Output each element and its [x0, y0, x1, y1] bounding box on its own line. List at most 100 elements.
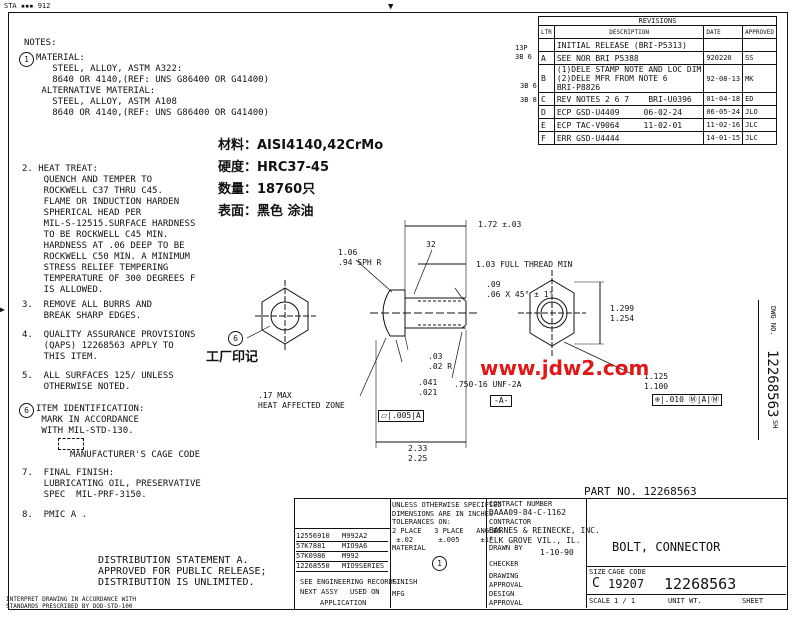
corner-stamp: STA ▪▪▪ 912 — [4, 2, 51, 10]
see-eng-records: SEE ENGINEERING RECORDS — [300, 578, 397, 586]
title-block — [294, 498, 787, 609]
dim-bolt-length: 2.33 2.25 — [408, 444, 428, 463]
tb-hline-2 — [586, 566, 786, 567]
used-on-cell-b: M992 — [342, 552, 359, 560]
revision-cell-desc: INITIAL RELEASE (BRI-P5313) — [553, 38, 705, 52]
material-label: MATERIAL — [392, 544, 426, 552]
dim-chamfer: .09 .06 X 45° ± 1° — [486, 280, 554, 299]
note-3-burrs: 3. REMOVE ALL BURRS AND BREAK SHARP EDGE… — [22, 300, 153, 321]
dim-head-length: .041 .021 — [418, 378, 438, 397]
unit-wt-label: UNIT WT. — [668, 597, 702, 605]
note-8-pmic: 8. PMIC A . — [22, 510, 88, 520]
note1-circle: 1 — [19, 52, 34, 67]
note-1-material: MATERIAL: STEEL, ALLOY, ASTM A322: 8640 … — [36, 53, 269, 118]
strip-dwg-number: 12268563 — [764, 350, 780, 418]
revision-cell-desc: (1)DELE STAMP NOTE AND LOC DIM (2)DELE M… — [553, 64, 705, 93]
size-value: C — [592, 576, 600, 591]
dim-fillet-radius: .03 .02 R — [428, 352, 453, 371]
distribution-statement: DISTRIBUTION STATEMENT A. APPROVED FOR P… — [98, 555, 267, 588]
right-strip — [758, 300, 787, 440]
revision-cell-appr: JLO — [742, 105, 777, 119]
cage-label: CAGE CODE — [608, 568, 646, 576]
revision-cell-appr: ED — [742, 92, 777, 106]
cage-value: 19207 — [608, 577, 645, 591]
cn-factory-mark: 工厂印记 — [206, 350, 259, 365]
material-circle: 1 — [432, 556, 447, 571]
notes-title: NOTES: — [24, 38, 57, 48]
drawing-border — [8, 12, 788, 610]
tb-divider-3 — [586, 498, 587, 608]
used-on-cell-b: MIO9SERIES — [342, 562, 385, 570]
center-mark-top: ▼ — [388, 2, 394, 12]
cn-surface: 表面：黑色 涂油 — [218, 204, 314, 219]
used-on-cell-a: 12268550 — [296, 562, 330, 570]
drawing-title: BOLT, CONNECTOR — [612, 540, 721, 554]
revision-row: B(1)DELE STAMP NOTE AND LOC DIM (2)DELE … — [538, 64, 777, 93]
dim-thread-spec: .750-16 UNF-2A — [454, 380, 522, 389]
dim-full-thread: 1.03 FULL THREAD MIN — [476, 260, 573, 269]
drawn-by-label: DRAWN BY — [489, 544, 523, 552]
scale-value: 1 / 1 — [614, 597, 636, 605]
scale-label: SCALE — [589, 597, 611, 605]
watermark: www.jdw2.com — [480, 356, 650, 380]
part-number: PART NO. 12268563 — [584, 485, 697, 498]
used-on-row: 12268550 MIO9SERIES — [296, 562, 388, 572]
note6-circle: 6 — [19, 403, 34, 418]
title-dwg-number: 12268563 — [664, 575, 737, 593]
used-on-cell-b: MIO9A6 — [342, 542, 368, 550]
contract-number: DAAA09-84-C-1162 — [489, 508, 567, 517]
note-2-heat-treat: 2. HEAT TREAT: QUENCH AND TEMPER TO ROCK… — [22, 164, 196, 295]
tb-hline-3 — [586, 594, 786, 595]
strip-dwg-label: DWG NO. — [769, 306, 777, 336]
note-4-qaps: 4. QUALITY ASSURANCE PROVISIONS (QAPS) 1… — [22, 330, 196, 362]
tb-hline-1 — [294, 528, 390, 529]
used-on-row: 57K7881 MIO9A6 — [296, 542, 388, 552]
dim-angle: 32 — [426, 240, 436, 249]
cage-placeholder-box — [58, 438, 84, 450]
used-on-cell-b: M992A2 — [342, 532, 368, 540]
cn-quantity: 数量：18760只 — [218, 182, 316, 197]
flatness-tolerance: ⏥|.005|A — [378, 410, 424, 422]
size-label: SIZE — [589, 568, 606, 576]
rev-side-mark-2: 3B 6 — [520, 82, 537, 90]
drawing-approval-label: DRAWING APPROVAL — [489, 572, 523, 589]
revision-cell-desc: ERR GSD-U4444 — [553, 131, 705, 145]
contractor: BARNES & REINECKE, INC. ELK GROVE VIL., … — [489, 526, 600, 545]
center-mark-left: ▶ — [0, 305, 5, 314]
rev-side-mark-3: 3B 8 — [520, 96, 537, 104]
sheet-label: SHEET — [742, 597, 764, 605]
contractor-label: CONTRACTOR — [489, 518, 532, 526]
note-6-cage: MANUFACTURER'S CAGE CODE — [70, 450, 201, 460]
revision-cell-appr: JLC — [742, 131, 777, 145]
position-tolerance: ⊕|.010 Ⓜ|A|Ⓜ — [652, 394, 723, 406]
dim-sph-radius: 1.06 .94 SPH R — [338, 248, 382, 267]
dim-hex-flats: 1.125 1.100 — [644, 372, 669, 391]
used-on-cell-a: 57K7881 — [296, 542, 326, 550]
revision-cell-desc: REV NOTES 2 6 7 BRI-U0396 — [553, 92, 705, 106]
datum-a: -A- — [490, 395, 513, 407]
checker-label: CHECKER — [489, 560, 519, 568]
marking-note-circle: 6 — [228, 331, 243, 346]
strip-sh: SH — [771, 420, 779, 429]
unless-specified: UNLESS OTHERWISE SPECIFIED DIMENSIONS AR… — [392, 501, 502, 518]
tb-divider-1 — [390, 498, 391, 608]
revision-cell-date: 14-01-15 — [703, 131, 744, 145]
dim-overall-length: 1.72 ±.03 — [478, 220, 522, 229]
note-7-finish: 7. FINAL FINISH: LUBRICATING OIL, PRESER… — [22, 468, 201, 500]
finish-label: FINISH — [392, 578, 418, 586]
cn-material: 材料：AISI4140,42CrMo — [218, 138, 384, 153]
note-6-identification: ITEM IDENTIFICATION: MARK IN ACCORDANCE … — [36, 404, 145, 436]
note-5-surfaces: 5. ALL SURFACES 125/ UNLESS OTHERWISE NO… — [22, 371, 174, 392]
contract-label: CONTRACT NUMBER — [489, 500, 553, 508]
rev-side-mark-1: 13P 3B 6 — [515, 44, 532, 61]
next-assy-label: NEXT ASSY — [300, 588, 338, 596]
drawn-date: 1-10-90 — [540, 548, 574, 557]
heat-affected-zone: .17 MAX HEAT AFFECTED ZONE — [258, 391, 345, 410]
